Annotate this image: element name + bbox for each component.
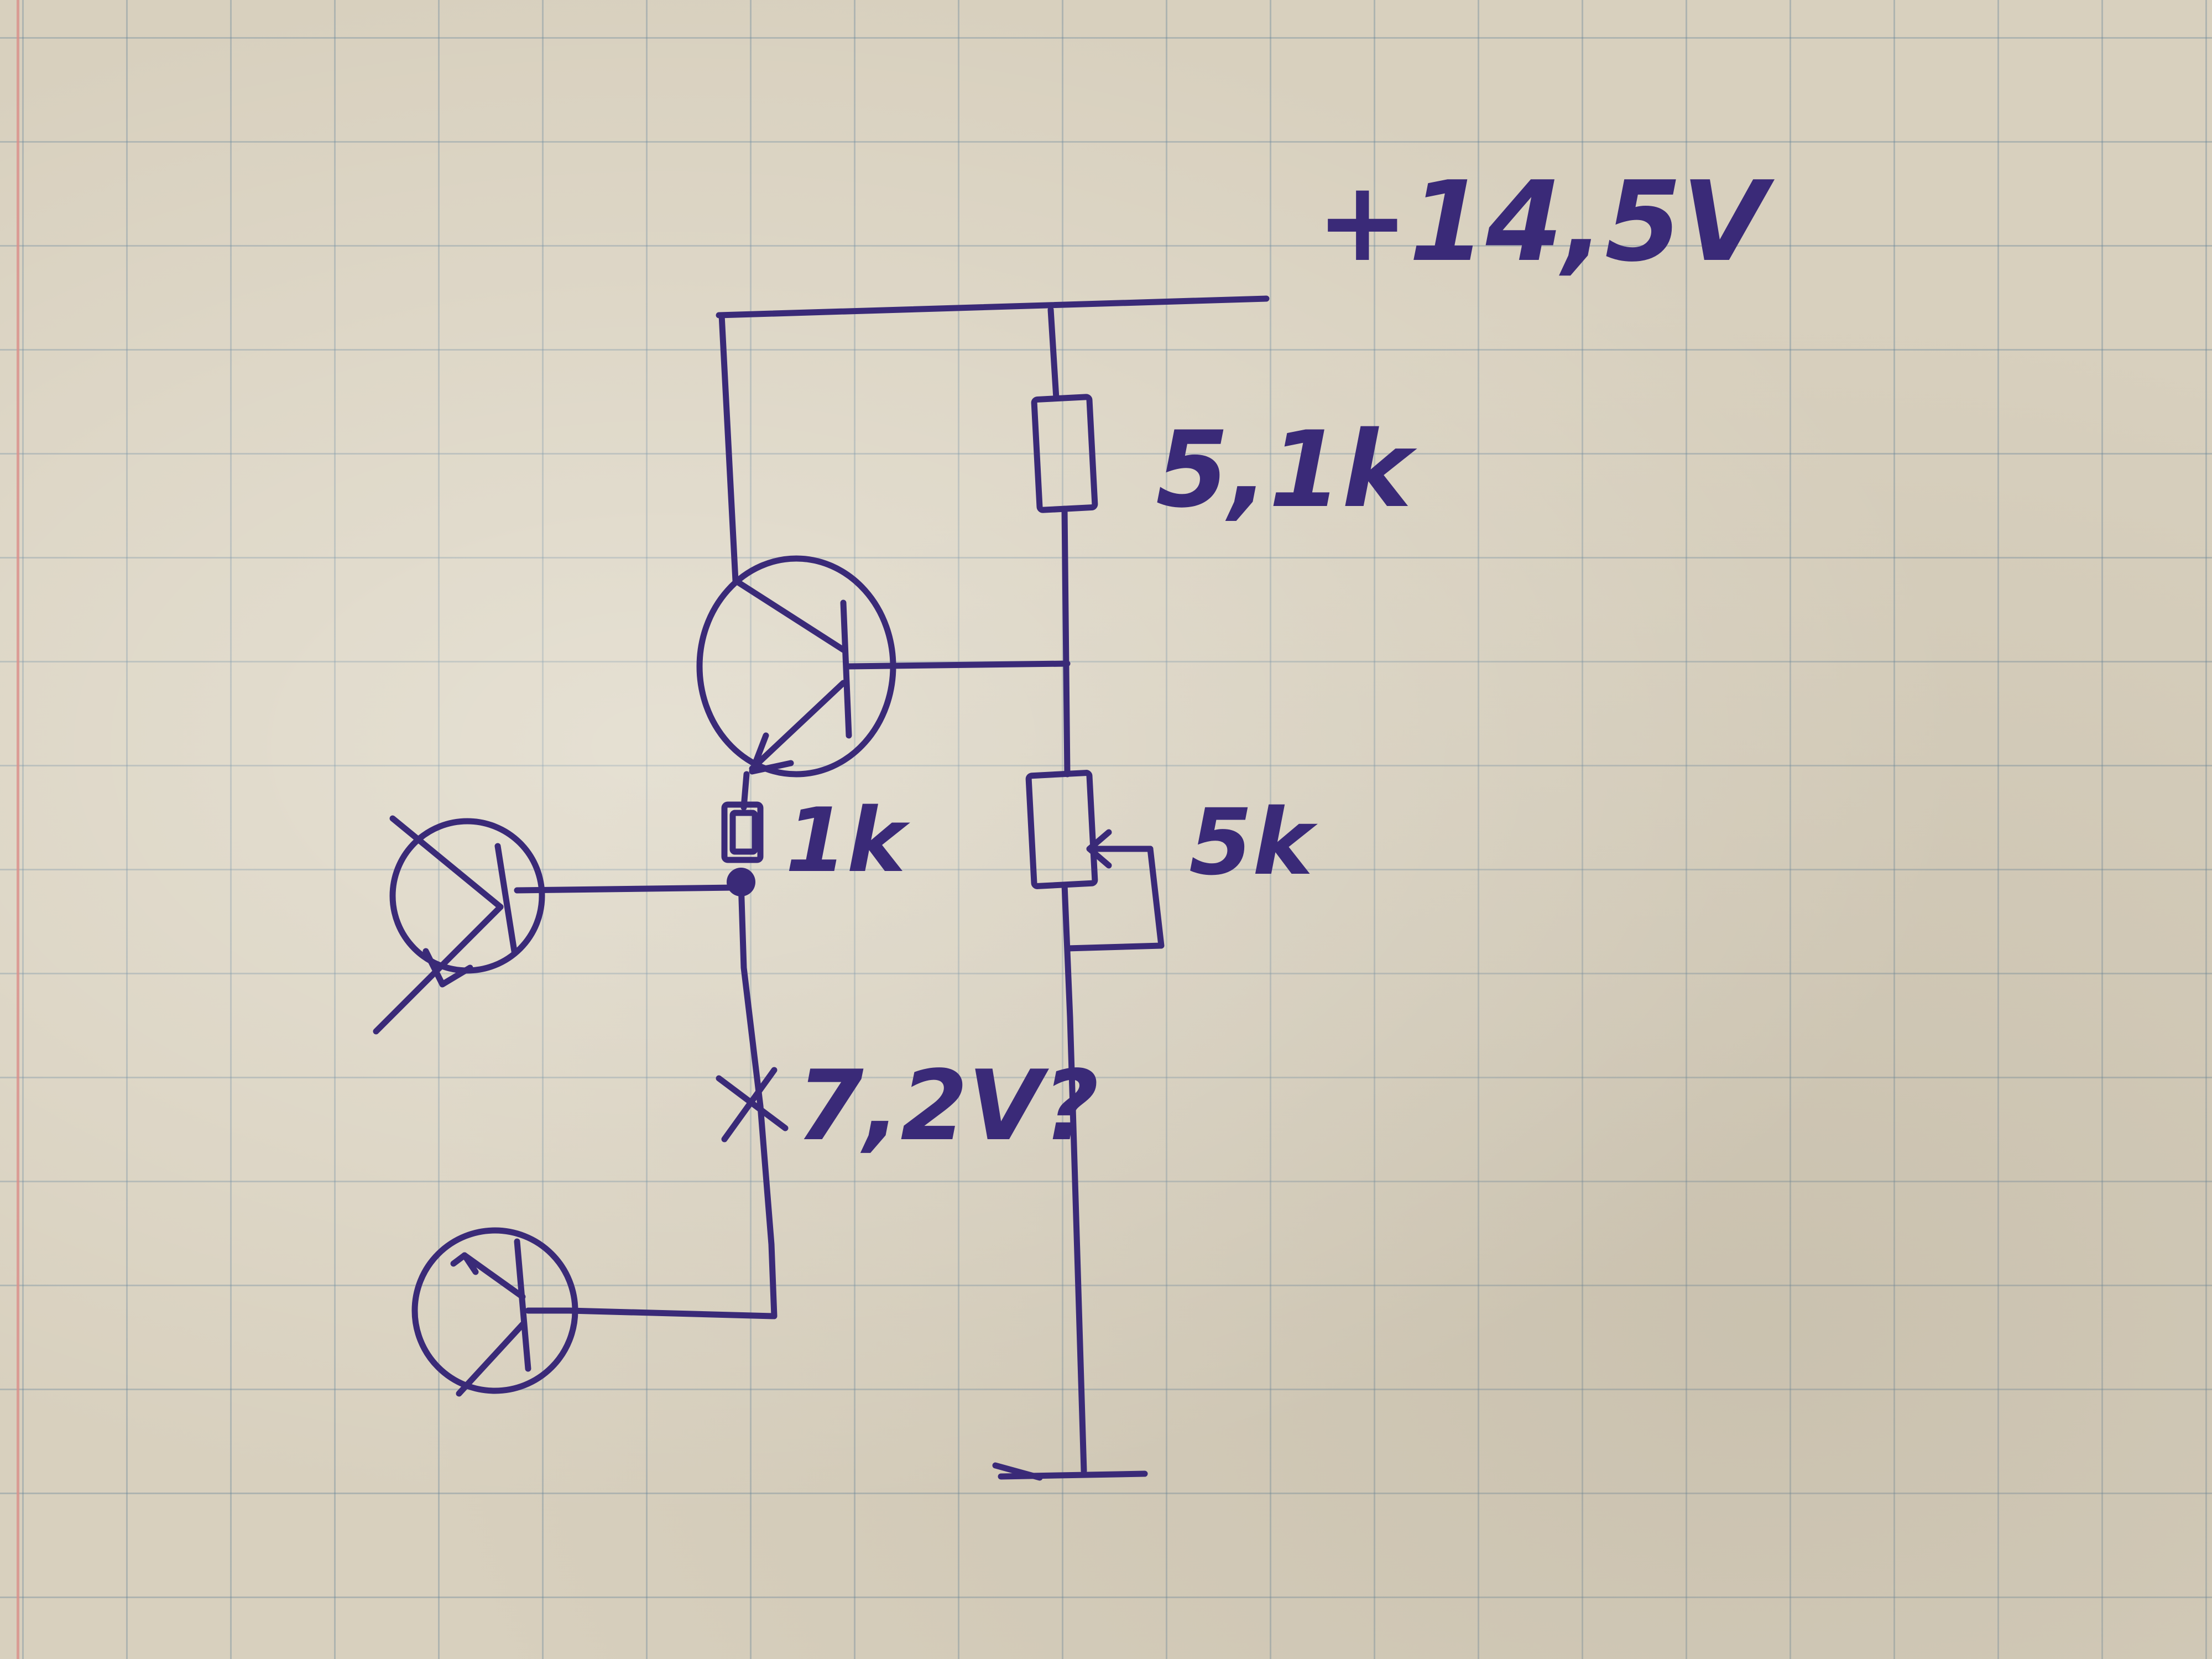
supply-voltage-label: +14,5V bbox=[1316, 158, 1775, 286]
rail-to-r-top-wire bbox=[1047, 306, 1060, 401]
resistor-1k bbox=[721, 801, 764, 863]
output-wire bbox=[566, 879, 778, 1319]
transistor-left-lower bbox=[411, 1227, 578, 1397]
resistor-5k1-label: 5,1k bbox=[1156, 409, 1417, 531]
divider-wire-lower bbox=[1061, 881, 1087, 1474]
margin-line bbox=[17, 0, 19, 1659]
pot-wiper-loop bbox=[1064, 846, 1165, 952]
potentiometer-5k bbox=[1025, 770, 1098, 889]
ground-tick bbox=[992, 1462, 1043, 1481]
divider-wire-upper bbox=[1061, 505, 1071, 778]
measured-voltage-label: 7,2V? bbox=[796, 1050, 1099, 1162]
pot-wiper bbox=[1086, 829, 1154, 869]
resistor-5k1 bbox=[1031, 394, 1098, 513]
resistor-1k-inner bbox=[729, 810, 758, 855]
potentiometer-5k-label: 5k bbox=[1189, 789, 1318, 895]
supply-rail bbox=[716, 295, 1270, 319]
transistor-main bbox=[696, 555, 1071, 778]
measure-point-cross bbox=[716, 1067, 789, 1142]
transistor-left-upper bbox=[373, 815, 739, 1035]
collector-wire bbox=[718, 312, 739, 584]
resistor-1k-label: 1k bbox=[785, 789, 910, 892]
